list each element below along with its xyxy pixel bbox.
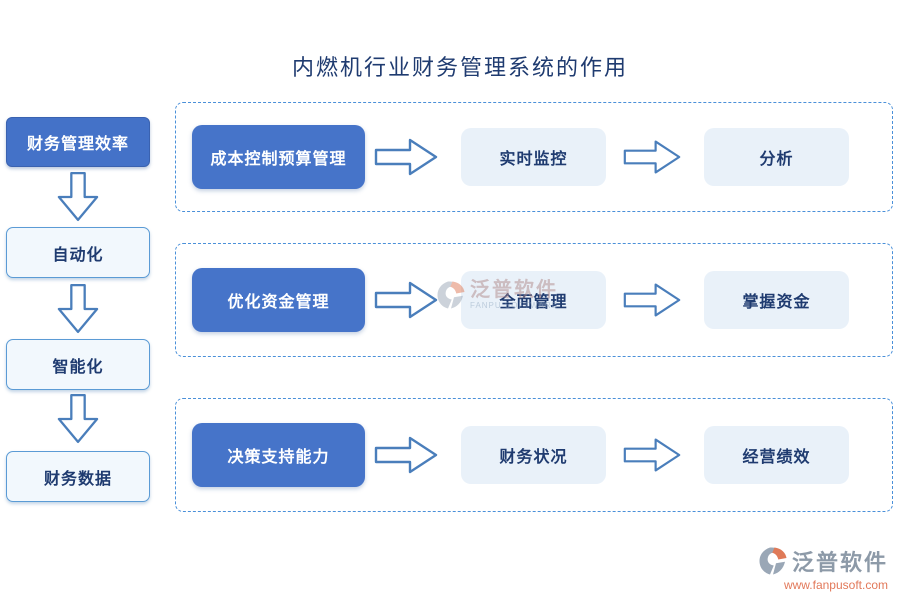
sidebar-head-label: 财务管理效率 xyxy=(26,136,129,153)
process-row-fund-management: 优化资金管理 全面管理 掌握资金 xyxy=(175,243,893,357)
process-step-box: 财务状况 xyxy=(461,426,606,484)
process-step-label: 财务状况 xyxy=(499,449,568,466)
right-arrow-icon xyxy=(623,283,681,317)
process-source-label: 成本控制预算管理 xyxy=(210,151,347,168)
process-step-box: 掌握资金 xyxy=(704,271,849,329)
process-step-box: 分析 xyxy=(704,128,849,186)
process-source-box: 优化资金管理 xyxy=(192,268,365,332)
right-arrow-icon xyxy=(623,140,681,174)
process-step-label: 分析 xyxy=(759,151,794,168)
process-source-box: 决策支持能力 xyxy=(192,423,365,487)
process-step-box: 全面管理 xyxy=(461,271,606,329)
process-step-box: 经营绩效 xyxy=(704,426,849,484)
down-arrow-icon xyxy=(57,394,99,444)
right-arrow-icon xyxy=(623,438,681,472)
sidebar-item-label: 财务数据 xyxy=(43,470,112,488)
right-arrow-icon xyxy=(374,281,438,319)
right-arrow-icon xyxy=(374,436,438,474)
down-arrow-icon xyxy=(57,172,99,222)
process-step-label: 掌握资金 xyxy=(742,294,811,311)
process-step-box: 实时监控 xyxy=(461,128,606,186)
sidebar-item-financial-data: 财务数据 xyxy=(6,451,150,502)
right-arrow-icon xyxy=(374,138,438,176)
process-step-label: 经营绩效 xyxy=(742,449,811,466)
page-title: 内燃机行业财务管理系统的作用 xyxy=(291,55,628,80)
process-source-label: 优化资金管理 xyxy=(227,294,330,311)
process-source-label: 决策支持能力 xyxy=(227,449,330,466)
brand-name: 泛普软件 xyxy=(791,550,888,575)
sidebar-head-box: 财务管理效率 xyxy=(6,117,150,167)
sidebar-item-label: 智能化 xyxy=(52,358,104,376)
brand-url: www.fanpusoft.com xyxy=(783,578,888,592)
sidebar-item-intelligence: 智能化 xyxy=(6,339,150,390)
brand-footer: 泛普软件 www.fanpusoft.com xyxy=(758,545,888,592)
process-source-box: 成本控制预算管理 xyxy=(192,125,365,189)
process-step-label: 实时监控 xyxy=(499,151,568,168)
process-row-decision-support: 决策支持能力 财务状况 经营绩效 xyxy=(175,398,893,512)
process-row-cost-control: 成本控制预算管理 实时监控 分析 xyxy=(175,102,893,212)
process-step-label: 全面管理 xyxy=(499,294,568,311)
down-arrow-icon xyxy=(57,284,99,334)
sidebar-item-automation: 自动化 xyxy=(6,227,150,278)
fanpu-logo-icon xyxy=(759,547,787,575)
sidebar-item-label: 自动化 xyxy=(52,246,104,264)
